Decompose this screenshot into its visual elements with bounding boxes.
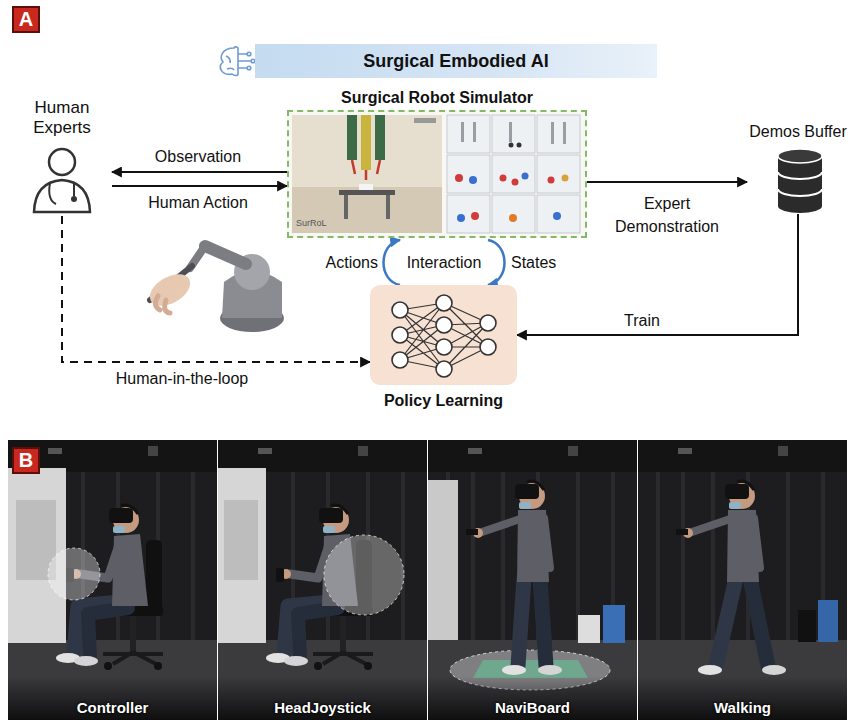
edge-label: Human-in-the-loop bbox=[116, 369, 249, 389]
screenshot-frame bbox=[287, 110, 587, 238]
screen-caption-anchor: SurRoL bbox=[296, 218, 327, 229]
simulator-box: Surgical Robot Simulator bbox=[287, 88, 587, 240]
screen-caption: SurRoL bbox=[296, 218, 327, 229]
network-panel bbox=[370, 285, 517, 385]
panel-badge: A bbox=[12, 6, 40, 33]
edge-label-anchor: Observation bbox=[155, 147, 241, 167]
flow-arrow bbox=[112, 171, 287, 173]
photo-caption: HeadJoystick bbox=[274, 699, 371, 717]
edge-label-anchor: States bbox=[511, 253, 556, 273]
node-label: Human Experts bbox=[12, 98, 112, 138]
edge-label-anchor: Human-in-the-loop bbox=[116, 369, 249, 389]
edge-label-anchor: Train bbox=[624, 311, 660, 331]
edge-label: Expert Demonstration bbox=[606, 192, 728, 238]
flow-arrow bbox=[112, 185, 287, 187]
photo-walking bbox=[638, 440, 847, 720]
database-icon bbox=[778, 149, 822, 213]
panel-badge: B bbox=[12, 447, 40, 474]
cycle-label-anchor: Interaction bbox=[407, 253, 482, 273]
person-icon bbox=[34, 149, 90, 212]
node-label: Surgical Embodied AI bbox=[363, 50, 548, 72]
panel-badge-anchor: A bbox=[12, 6, 40, 33]
title-band: Surgical Embodied AI bbox=[255, 44, 657, 78]
panel-badge-anchor: B bbox=[12, 447, 40, 474]
edge-label: Train bbox=[624, 311, 660, 331]
haptic-device bbox=[144, 246, 284, 332]
photo-caption: Walking bbox=[714, 699, 771, 717]
edge-label: Human Action bbox=[148, 193, 248, 213]
photo-caption-anchor: Controller bbox=[77, 699, 149, 717]
node-label: Policy Learning bbox=[370, 391, 517, 411]
photo-caption-anchor: HeadJoystick bbox=[274, 699, 371, 717]
photo-caption-anchor: Walking bbox=[714, 699, 771, 717]
neural-network-icon bbox=[370, 285, 517, 385]
photo-naviboard bbox=[428, 440, 637, 720]
edge-label-anchor: Human Action bbox=[148, 193, 248, 213]
edge-label-anchor: Actions bbox=[326, 253, 378, 273]
node-label: Demos Buffer bbox=[747, 122, 849, 142]
database-node: Demos Buffer bbox=[747, 122, 849, 214]
simulator-screenshot bbox=[289, 112, 585, 236]
photo-caption: NaviBoard bbox=[495, 699, 570, 717]
photo-headjoystick bbox=[218, 440, 427, 720]
photo-strip bbox=[8, 440, 847, 720]
photo-caption: Controller bbox=[77, 699, 149, 717]
edge-label-anchor: Expert Demonstration bbox=[606, 192, 728, 238]
edge-label: Actions bbox=[326, 253, 378, 273]
actor-node: Human Experts bbox=[12, 98, 112, 216]
cycle-arrow bbox=[488, 240, 505, 285]
policy-box: Policy Learning bbox=[370, 285, 517, 415]
node-label: Surgical Robot Simulator bbox=[287, 88, 587, 108]
photo-caption-anchor: NaviBoard bbox=[495, 699, 570, 717]
edge-label: Observation bbox=[155, 147, 241, 167]
flow-arrow bbox=[587, 181, 747, 183]
brain-icon bbox=[220, 47, 254, 76]
cycle-label: Interaction bbox=[407, 253, 482, 273]
cycle-arrow bbox=[384, 240, 401, 285]
edge-label: States bbox=[511, 253, 556, 273]
photo-controller bbox=[8, 440, 217, 720]
